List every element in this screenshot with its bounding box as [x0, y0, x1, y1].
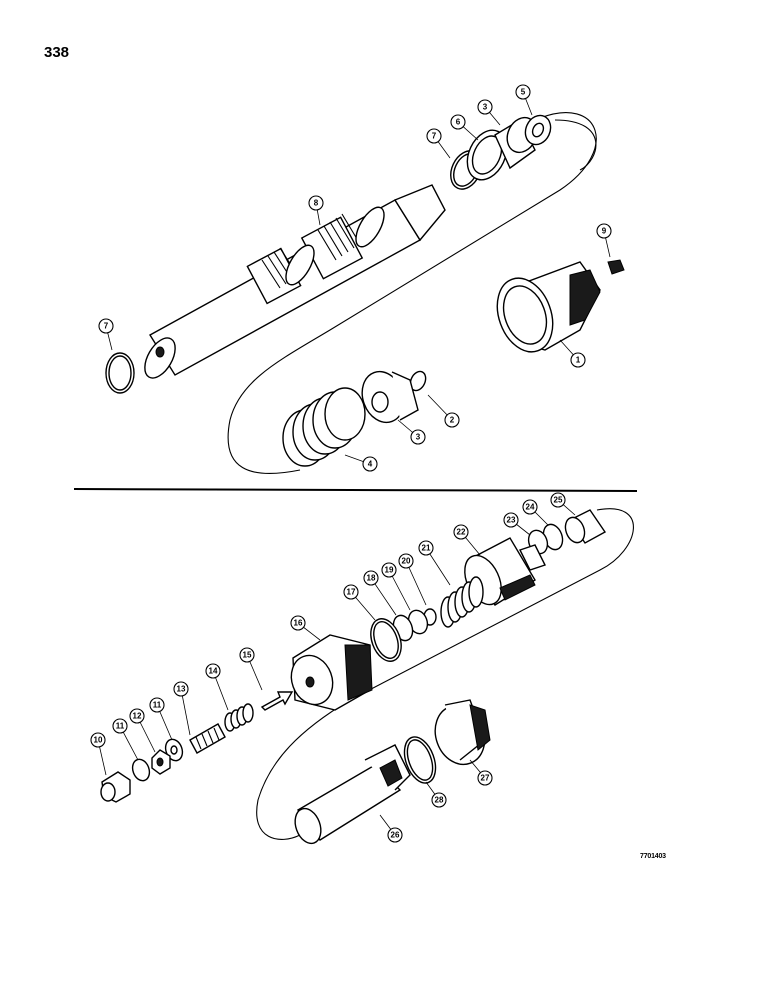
adjusting-screw-13 [189, 723, 226, 754]
svg-text:9: 9 [602, 227, 607, 236]
callout-7-top: 7 [426, 128, 442, 144]
callout-8: 8 [308, 195, 324, 211]
callout-23: 23 [503, 512, 519, 528]
svg-text:27: 27 [481, 774, 490, 783]
callout-5: 5 [515, 84, 531, 100]
svg-text:5: 5 [521, 88, 526, 97]
plug-9 [607, 259, 625, 275]
callout-11-left: 11 [112, 718, 128, 734]
callout-22: 22 [453, 524, 469, 540]
spring-21 [440, 576, 484, 628]
callout-9: 9 [596, 223, 612, 239]
callout-2: 2 [444, 412, 460, 428]
svg-text:10: 10 [94, 736, 103, 745]
svg-text:14: 14 [209, 667, 218, 676]
cap-27 [434, 699, 491, 766]
svg-text:2: 2 [450, 416, 455, 425]
callout-28: 28 [431, 792, 447, 808]
callout-25: 25 [550, 492, 566, 508]
page-number: 338 [44, 44, 70, 61]
callout-17: 17 [343, 584, 359, 600]
svg-text:7: 7 [104, 322, 109, 331]
svg-text:20: 20 [402, 557, 411, 566]
svg-text:21: 21 [422, 544, 431, 553]
callout-19: 19 [381, 562, 397, 578]
callout-21: 21 [418, 540, 434, 556]
callout-6: 6 [450, 114, 466, 130]
valve-body-16 [290, 634, 373, 711]
housing-1 [496, 261, 601, 353]
spring-14 [224, 703, 254, 732]
sleeve-26 [294, 744, 411, 845]
callout-1: 1 [570, 352, 586, 368]
svg-text:3: 3 [483, 103, 488, 112]
callout-11-right: 11 [149, 697, 165, 713]
svg-text:8: 8 [314, 199, 319, 208]
cap-nut-10 [100, 771, 131, 803]
svg-text:19: 19 [385, 566, 394, 575]
svg-text:26: 26 [391, 831, 400, 840]
nut-12 [151, 749, 171, 775]
callout-3-lower: 3 [410, 429, 426, 445]
svg-text:18: 18 [367, 574, 376, 583]
callout-7-left: 7 [98, 318, 114, 334]
arrow-15 [260, 691, 294, 711]
callout-24: 24 [522, 499, 538, 515]
svg-text:15: 15 [243, 651, 252, 660]
figure-reference-code: 7701403 [640, 853, 666, 860]
svg-text:24: 24 [526, 503, 535, 512]
svg-text:6: 6 [456, 118, 461, 127]
callout-18: 18 [363, 570, 379, 586]
svg-text:25: 25 [554, 496, 563, 505]
svg-text:4: 4 [368, 460, 373, 469]
washer-11-left [131, 758, 151, 782]
callout-13: 13 [173, 681, 189, 697]
callout-15: 15 [239, 647, 255, 663]
svg-text:3: 3 [416, 433, 421, 442]
callout-16: 16 [290, 615, 306, 631]
callout-3-top: 3 [477, 99, 493, 115]
callout-4: 4 [362, 456, 378, 472]
svg-text:7: 7 [432, 132, 437, 141]
svg-text:23: 23 [507, 516, 516, 525]
callout-12: 12 [129, 708, 145, 724]
svg-text:11: 11 [153, 701, 162, 710]
callout-20: 20 [398, 553, 414, 569]
svg-text:11: 11 [116, 722, 125, 731]
ring-2 [409, 370, 427, 392]
svg-text:1: 1 [576, 356, 581, 365]
retainer-3-lower [361, 370, 419, 424]
callout-10: 10 [90, 732, 106, 748]
section-divider [73, 488, 638, 492]
callout-27: 27 [477, 770, 493, 786]
svg-text:17: 17 [347, 588, 356, 597]
svg-text:22: 22 [457, 528, 466, 537]
upper-assembly-loop [227, 112, 597, 474]
svg-text:13: 13 [177, 685, 186, 694]
lower-assembly-loop [256, 508, 634, 840]
svg-text:28: 28 [435, 796, 444, 805]
callout-26: 26 [387, 827, 403, 843]
sleeve-25 [564, 509, 607, 544]
upper-assembly-loop-right [554, 119, 597, 171]
callout-14: 14 [205, 663, 221, 679]
spool-8 [144, 184, 446, 379]
svg-text:12: 12 [133, 712, 142, 721]
svg-text:16: 16 [294, 619, 303, 628]
spring-4 [282, 387, 366, 467]
